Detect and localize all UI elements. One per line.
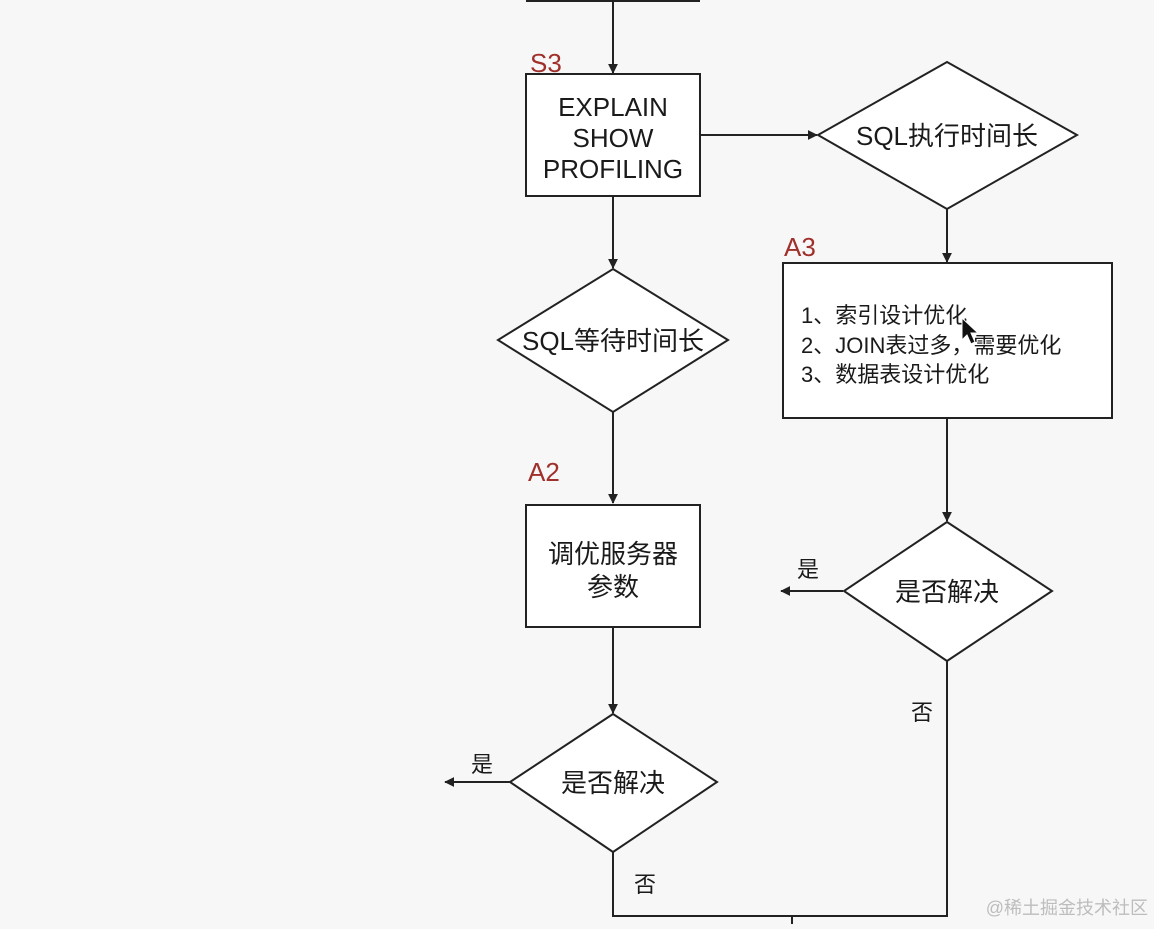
- explain-line-2: SHOW: [573, 123, 654, 153]
- label-a2: A2: [528, 457, 560, 487]
- sql-exec-long-text: SQL执行时间长: [856, 121, 1038, 151]
- a3-item-3: 3、数据表设计优化: [801, 362, 989, 387]
- sql-wait-long-text: SQL等待时间长: [522, 326, 704, 356]
- watermark: @稀土掘金技术社区: [986, 898, 1148, 918]
- a3-optimization-box: [782, 262, 1113, 419]
- edge-label-no-left: 否: [634, 872, 656, 897]
- sql-exec-long-diamond: [815, 60, 1080, 211]
- edge-label-yes-left: 是: [471, 752, 493, 777]
- sql-wait-long-diamond: [496, 267, 730, 414]
- explain-line-1: EXPLAIN: [558, 92, 668, 122]
- resolved-left-diamond: [508, 712, 719, 854]
- mouse-cursor-icon: [961, 316, 980, 345]
- edge-right-no: [791, 661, 948, 924]
- edge-label-no-right: 否: [911, 700, 933, 725]
- edge-left-no: [612, 852, 792, 917]
- explain-line-3: PROFILING: [543, 154, 683, 184]
- explain-show-profiling-box: [525, 73, 701, 197]
- tune-line-2: 参数: [587, 572, 639, 602]
- a3-item-2: 2、JOIN表过多，需要优化: [801, 333, 1061, 358]
- tune-server-params-box: [525, 504, 701, 628]
- resolved-right-text: 是否解决: [895, 577, 999, 607]
- resolved-right-diamond: [842, 520, 1054, 663]
- a3-item-1: 1、索引设计优化: [801, 303, 967, 328]
- edge-label-yes-right: 是: [797, 557, 819, 582]
- label-a3: A3: [784, 232, 816, 262]
- resolved-left-text: 是否解决: [561, 768, 665, 798]
- tune-line-1: 调优服务器: [548, 539, 678, 569]
